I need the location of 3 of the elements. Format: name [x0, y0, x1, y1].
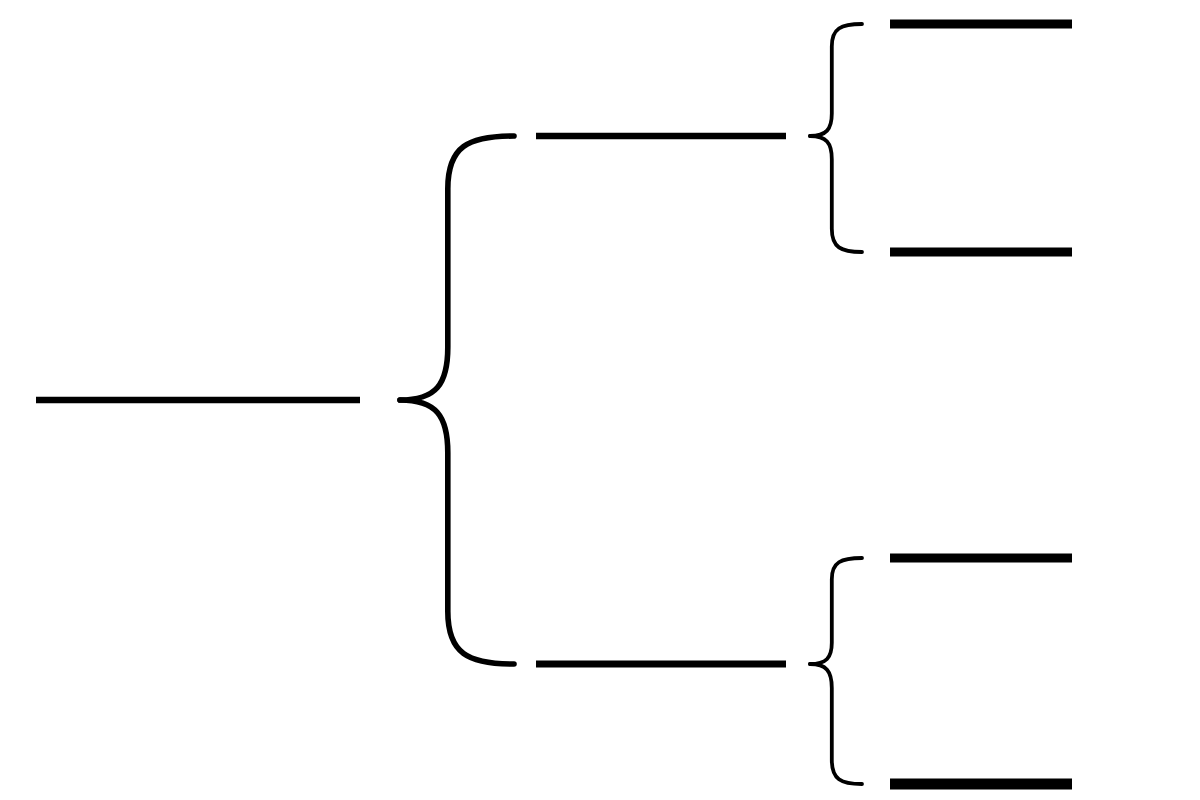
brace [397, 397, 517, 667]
brace [808, 662, 864, 786]
brace [808, 134, 864, 254]
